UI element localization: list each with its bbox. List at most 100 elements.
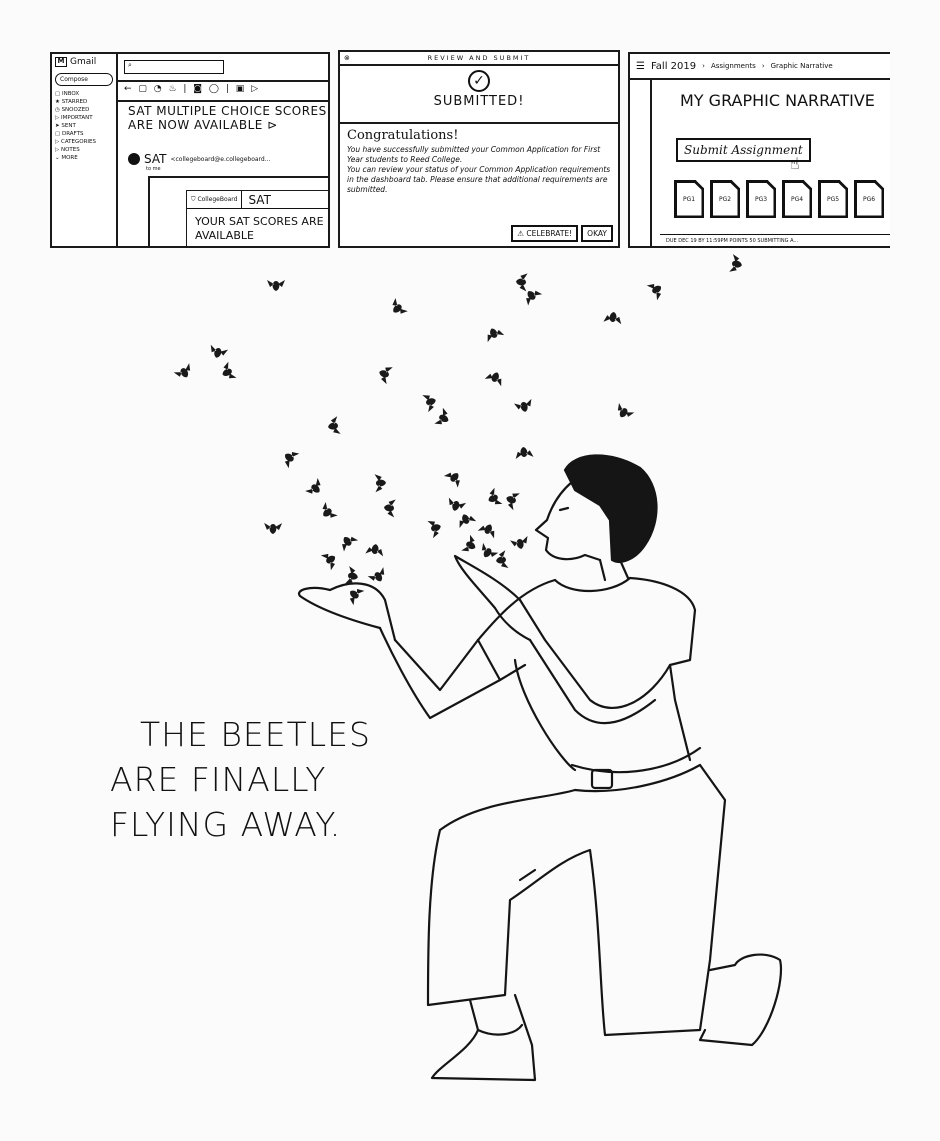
nav-important[interactable]: ▷ Important [55, 115, 93, 121]
okay-button[interactable]: Okay [581, 225, 613, 242]
dialog-title: Review and Submit [427, 54, 531, 62]
person-left-arm [378, 626, 502, 720]
email-subject: SAT Multiple Choice Scores Are Now Avail… [128, 104, 327, 132]
file-label: PG4 [784, 182, 810, 216]
checkmark-icon: ✓ [468, 70, 490, 92]
nav-label: Important [60, 115, 93, 121]
person-shoe [698, 953, 783, 1047]
beetle [729, 254, 742, 272]
nav-starred[interactable]: ★ Starred [55, 99, 88, 105]
sender-email: <collegeboard@e.collegeboard... [170, 155, 271, 163]
beetle [646, 283, 662, 301]
search-input[interactable]: ⌕ [124, 60, 224, 74]
beetle [264, 522, 283, 534]
file-page-5[interactable]: PG5 [818, 180, 848, 218]
nav-snoozed[interactable]: ◷ Snoozed [55, 107, 90, 113]
nav-categories[interactable]: ▷ Categories [55, 139, 96, 145]
shield-icon: ⛉ [191, 195, 196, 203]
course-nav-rail [650, 80, 652, 246]
nav-more[interactable]: ⌄ More [55, 155, 78, 161]
beetle [173, 363, 191, 378]
nav-drafts[interactable]: ▢ Drafts [55, 131, 84, 137]
beetle [506, 493, 520, 511]
caption-line-3: Flying Away. [110, 805, 342, 844]
beetle [443, 472, 460, 488]
beetle [367, 567, 385, 582]
pointer-hand-cursor-icon: ☝ [790, 154, 800, 173]
beetle [322, 501, 338, 518]
email-sender: SAT<collegeboard@e.collegeboard... [128, 152, 270, 166]
beetle [459, 514, 477, 529]
hamburger-menu-icon[interactable]: ☰ [636, 60, 645, 72]
nav-sent[interactable]: ➤ Sent [55, 123, 76, 129]
file-page-2[interactable]: PG2 [710, 180, 740, 218]
divider [118, 80, 328, 82]
beetle [481, 542, 499, 558]
avatar [128, 153, 140, 165]
caption-line-2: Are Finally [110, 760, 327, 799]
nav-label: Inbox [61, 91, 80, 97]
breadcrumb-current: Graphic Narrative [770, 62, 833, 70]
gmail-m-icon: M [55, 57, 67, 67]
divider [118, 100, 328, 102]
breadcrumb-course[interactable]: Fall 2019 [650, 60, 697, 72]
dialog-hero: ✓ SUBMITTED! [340, 70, 618, 124]
file-list: PG1 PG2 PG3 PG4 PG5 PG6 [674, 180, 884, 218]
breadcrumb-assignments[interactable]: Assignments [710, 62, 756, 70]
nav-label: More [61, 155, 78, 161]
beetle [305, 478, 321, 494]
assignment-page: ☰ Fall 2019 ›Assignments ›Graphic Narrat… [628, 52, 890, 248]
beetle [510, 535, 528, 549]
dialog-titlebar: ⊗ Review and Submit [340, 52, 618, 66]
recipient: to me [146, 166, 161, 172]
collegeboard-logo: ⛉ CollegeBoard [187, 191, 243, 208]
compose-button[interactable]: Compose [55, 73, 113, 86]
beetle [427, 520, 441, 539]
beetle [484, 372, 502, 387]
file-label: PG1 [676, 182, 702, 216]
person-face [534, 480, 602, 562]
nav-inbox[interactable]: ▢ Inbox [55, 91, 80, 97]
search-icon: ⌕ [128, 61, 132, 69]
assignment-title: My Graphic Narrative [680, 91, 875, 110]
close-icon[interactable]: ⊗ [344, 54, 352, 62]
celebrate-button[interactable]: ⚠ Celebrate! [511, 225, 579, 242]
file-page-1[interactable]: PG1 [674, 180, 704, 218]
beetle [379, 367, 393, 385]
file-page-4[interactable]: PG4 [782, 180, 812, 218]
brand-name: CollegeBoard [197, 196, 238, 203]
confirmation-text: You have successfully submitted your Com… [347, 145, 601, 164]
beetle [374, 474, 386, 493]
submit-assignment-button[interactable]: Submit Assignment [676, 138, 811, 162]
nav-label: Starred [61, 99, 88, 105]
nav-label: Sent [61, 123, 76, 129]
beetle [496, 550, 509, 568]
kneeling-person [297, 454, 783, 1082]
beetle [345, 566, 358, 584]
beetles-swarm [173, 254, 742, 606]
breadcrumb: ☰ Fall 2019 ›Assignments ›Graphic Narrat… [630, 54, 890, 80]
beetle [267, 280, 285, 291]
card-title: SAT [248, 192, 271, 207]
file-page-3[interactable]: PG3 [746, 180, 776, 218]
nav-notes[interactable]: ▷ Notes [55, 147, 80, 153]
nav-label: Drafts [61, 131, 84, 137]
beetle [526, 290, 543, 306]
beetle [488, 487, 503, 505]
beetle [603, 312, 622, 325]
beetle [365, 544, 384, 557]
nav-label: Snoozed [61, 107, 90, 113]
file-page-6[interactable]: PG6 [854, 180, 884, 218]
mail-nav: ▢ Inbox ★ Starred ◷ Snoozed ▷ Important … [55, 90, 113, 162]
beetle [349, 589, 365, 606]
beetle [515, 447, 534, 460]
mail-toolbar[interactable]: ← ▢ ◔ ♨ | ◙ ◯ | ▣ ▷ [124, 84, 261, 94]
person-boot [430, 993, 537, 1082]
beetle [210, 344, 229, 358]
beetle [384, 499, 396, 518]
